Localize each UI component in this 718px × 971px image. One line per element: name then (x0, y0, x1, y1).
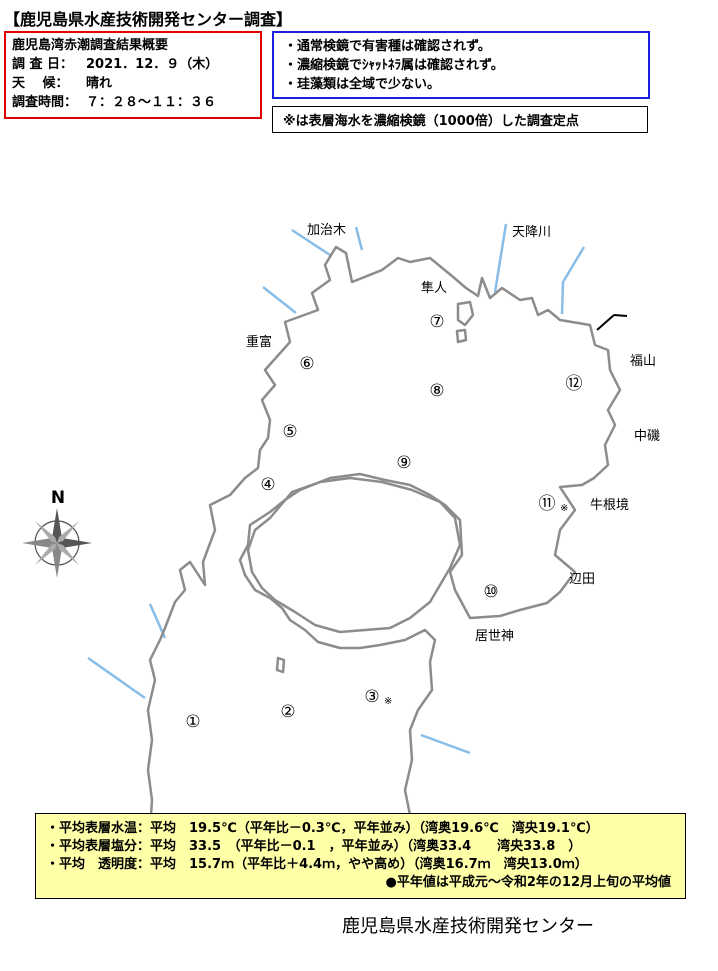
islet-coastline (275, 656, 286, 674)
station-3: ③ (364, 687, 379, 707)
islet-coastline (455, 328, 468, 344)
station-6: ⑥ (299, 354, 314, 374)
station-5: ⑤ (282, 422, 297, 442)
compass-point-east (57, 538, 92, 548)
summary-value: 2021．12．９（木） (86, 57, 219, 72)
concentrated-mark-3: ※ (384, 696, 392, 707)
stats-line-temperature: ・平均表層水温：平均 19.5℃（平年比－0.3℃，平年並み）（湾奥19.6℃ … (46, 821, 599, 836)
stats-line-salinity: ・平均表層塩分：平均 33.5 （平年比－0.1 ，平年並み）（湾奥33.4 湾… (46, 839, 582, 854)
station-labels: ① ② ③ ④ ⑤ ⑥ ⑦ ⑧ ⑨ ⑩ ⑪ ⑫ (185, 312, 582, 732)
concentration-note: ※は表層海水を濃縮検鏡（1000倍）した調査定点 (272, 106, 648, 133)
compass-rose: N (22, 488, 92, 578)
river-line (420, 733, 471, 755)
place-label-kajiki: 加治木 (307, 223, 346, 238)
place-label-heta: 辺田 (569, 572, 595, 587)
station-2: ② (280, 702, 295, 722)
compass-point-ne (57, 521, 79, 543)
summary-heading: 鹿児島湾赤潮調査結果概要 (12, 38, 169, 53)
breakwater-line (596, 314, 615, 331)
summary-row-time: 調査時間： ７：２８～１１：３６ (12, 93, 254, 112)
river-line (560, 281, 565, 315)
footer-organization: 鹿児島県水産技術開発センター (342, 916, 594, 937)
finding-item: ・濃縮検鏡でｼｬｯﾄﾈﾗ属は確認されず。 (284, 58, 504, 73)
place-label-shigetomi: 重富 (246, 334, 272, 350)
river-line (561, 246, 586, 283)
station-11: ⑪ (539, 494, 556, 514)
stats-normal-note: ●平年値は平成元～令和2年の12月上旬の平均値 (385, 875, 671, 890)
river-line (262, 286, 297, 314)
breakwater-line (613, 314, 628, 317)
summary-row-date: 調 査 日： 2021．12．９（木） (12, 55, 254, 74)
coastlines (146, 245, 622, 831)
place-label-koseda: 居世神 (475, 629, 514, 644)
stats-line-transparency: ・平均 透明度：平均 15.7ｍ（平年比＋4.4ｍ，やや高め）（湾奥16.7ｍ … (46, 857, 588, 872)
stats-box: ・平均表層水温：平均 19.5℃（平年比－0.3℃，平年並み）（湾奥19.6℃ … (35, 813, 686, 899)
river-line (493, 223, 508, 293)
station-12: ⑫ (566, 374, 583, 394)
compass-point-north (52, 508, 62, 543)
station-1: ① (185, 712, 200, 732)
finding-item: ・通常検鏡で有害種は確認されず。 (284, 39, 491, 54)
place-label-hayato: 隼人 (421, 280, 447, 296)
bay-coastline-north (146, 245, 622, 831)
findings-box: ・通常検鏡で有害種は確認されず。 ・濃縮検鏡でｼｬｯﾄﾈﾗ属は確認されず。 ・珪… (272, 31, 650, 99)
rivers (87, 223, 586, 755)
concentrated-mark-11: ※ (560, 503, 568, 514)
compass-point-south (52, 543, 62, 578)
station-4: ④ (260, 475, 275, 495)
station-10: ⑩ (483, 582, 498, 602)
summary-label: 調査時間： (12, 95, 78, 110)
compass-point-nw (35, 521, 57, 543)
summary-label: 天 候： (12, 76, 69, 91)
station-8: ⑧ (429, 381, 444, 401)
summary-value: ７：２８～１１：３６ (86, 95, 217, 110)
place-label-nakaiso: 中磯 (634, 429, 660, 444)
place-label-fukuyama: 福山 (630, 354, 656, 369)
sakurajima-coastline (246, 476, 462, 634)
summary-value: 晴れ (86, 76, 113, 91)
islet-coastline (456, 300, 475, 327)
station-9: ⑨ (396, 453, 411, 473)
finding-item: ・珪藻類は全域で少ない。 (284, 77, 441, 92)
compass-point-sw (35, 543, 57, 565)
compass-point-se (57, 543, 79, 565)
river-line (87, 656, 146, 700)
page-title: 【鹿児島県水産技術開発センター調査】 (4, 10, 293, 29)
compass-point-west (22, 538, 57, 548)
place-label-ushinezakai: 牛根境 (590, 498, 629, 513)
place-labels: 加治木 天降川 隼人 重富 福山 中磯 牛根境 辺田 居世神 (246, 223, 660, 644)
compass-north-label: N (51, 488, 65, 508)
summary-row-weather: 天 候： 晴れ (12, 74, 254, 93)
station-7: ⑦ (429, 312, 444, 332)
place-label-amorigawa: 天降川 (512, 225, 551, 240)
river-line (354, 226, 364, 251)
river-line (291, 228, 331, 257)
summary-label: 調 査 日： (12, 57, 74, 72)
survey-summary-box: 鹿児島湾赤潮調査結果概要 調 査 日： 2021．12．９（木） 天 候： 晴れ 調… (4, 31, 262, 119)
